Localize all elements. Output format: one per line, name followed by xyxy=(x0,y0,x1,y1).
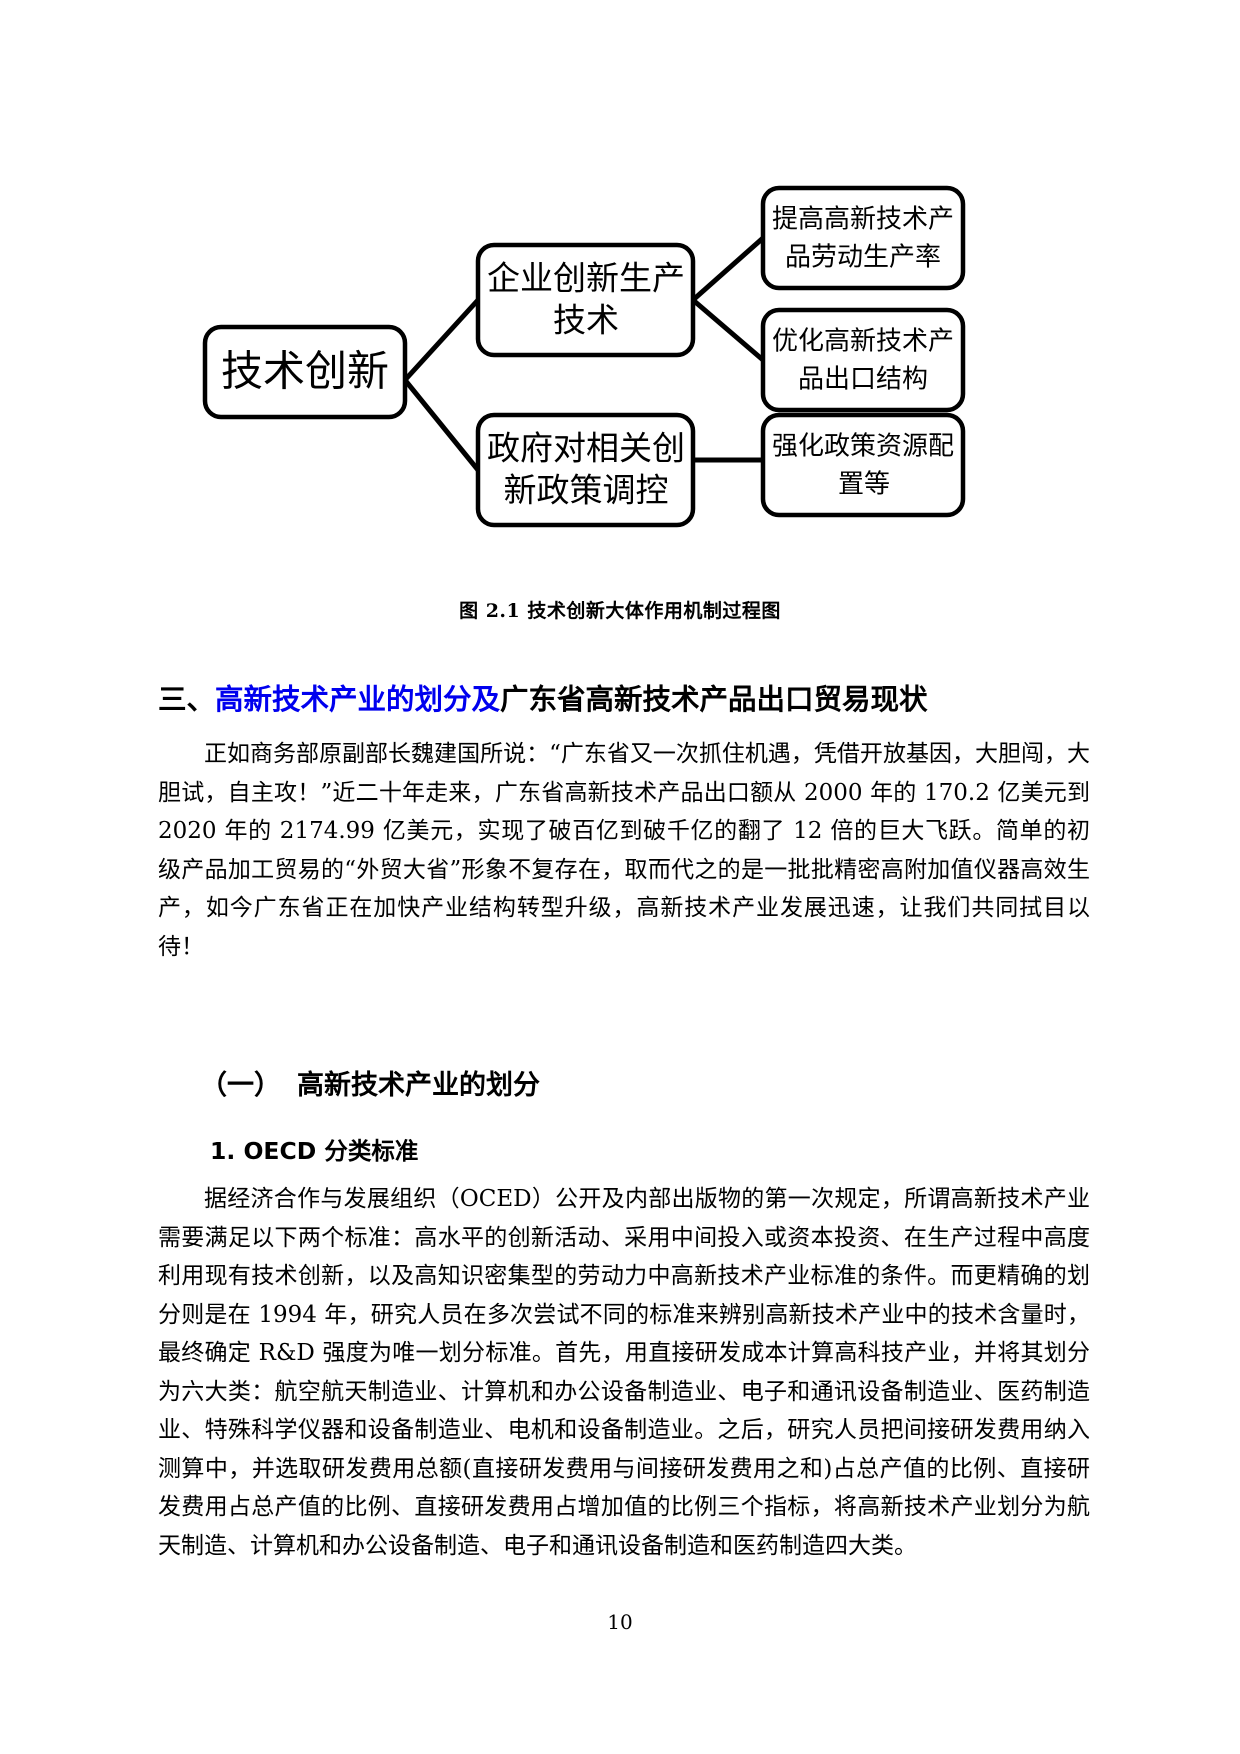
node-leaf2-label-line2: 品出口结构 xyxy=(798,365,928,395)
paragraph-oecd: 据经济合作与发展组织（OCED）公开及内部出版物的第一次规定，所谓高新技术产业需… xyxy=(158,1186,1090,1559)
connector-root-branch1 xyxy=(403,298,480,382)
figure-caption: 图 2.1 技术创新大体作用机制过程图 xyxy=(459,600,781,622)
page-number: 10 xyxy=(607,1610,633,1634)
node-branch1-label-line1: 企业创新生产 xyxy=(487,259,685,298)
section-number: 三、 xyxy=(158,682,216,716)
node-branch2-box xyxy=(475,412,696,528)
section-heading: 三、高新技术产业的划分及广东省高新技术产品出口贸易现状 xyxy=(158,680,1086,718)
node-leaf3-label-line2: 置等 xyxy=(838,470,890,500)
section-title-rest: 广东省高新技术产品出口贸易现状 xyxy=(500,682,928,716)
node-leaf1-box xyxy=(760,185,966,291)
node-leaf1-label-line2: 品劳动生产率 xyxy=(785,243,941,273)
subheading-oecd: 1. OECD 分类标准 xyxy=(210,1137,419,1165)
node-branch2-label-line2: 新政策调控 xyxy=(504,471,669,510)
node-leaf2-box xyxy=(760,307,966,413)
connector-branch1-leaf1 xyxy=(691,236,765,302)
node-root-label: 技术创新 xyxy=(221,347,389,396)
node-root-box xyxy=(202,324,408,420)
node-leaf2-label-line1: 优化高新技术产 xyxy=(772,327,954,357)
subheading-text: 高新技术产业的划分 xyxy=(297,1070,540,1101)
subheading-division: （一） 高新技术产业的划分 xyxy=(200,1063,540,1102)
node-branch1-label-line2: 技术 xyxy=(553,301,619,340)
node-leaf3-box xyxy=(760,412,966,518)
connector-branch1-leaf2 xyxy=(691,298,765,362)
node-leaf3-label-line1: 强化政策资源配 xyxy=(772,432,954,462)
node-branch2-label-line1: 政府对相关创 xyxy=(487,429,685,468)
paragraph-intro: 正如商务部原副部长魏建国所说：“广东省又一次抓住机遇，凭借开放基因，大胆闯，大胆… xyxy=(158,741,1090,960)
subheading-number: （一） xyxy=(200,1070,281,1101)
node-branch1-box xyxy=(475,242,696,358)
node-leaf1-label-line1: 提高高新技术产 xyxy=(772,205,954,235)
section-title-highlight: 高新技术产业的划分及 xyxy=(215,682,501,716)
connector-root-branch2 xyxy=(403,378,480,472)
figure-diagram: 技术创新 企业创新生产 技术 政府对相关创 新政策调控 提高高新技术产 品劳动生… xyxy=(0,170,1240,550)
